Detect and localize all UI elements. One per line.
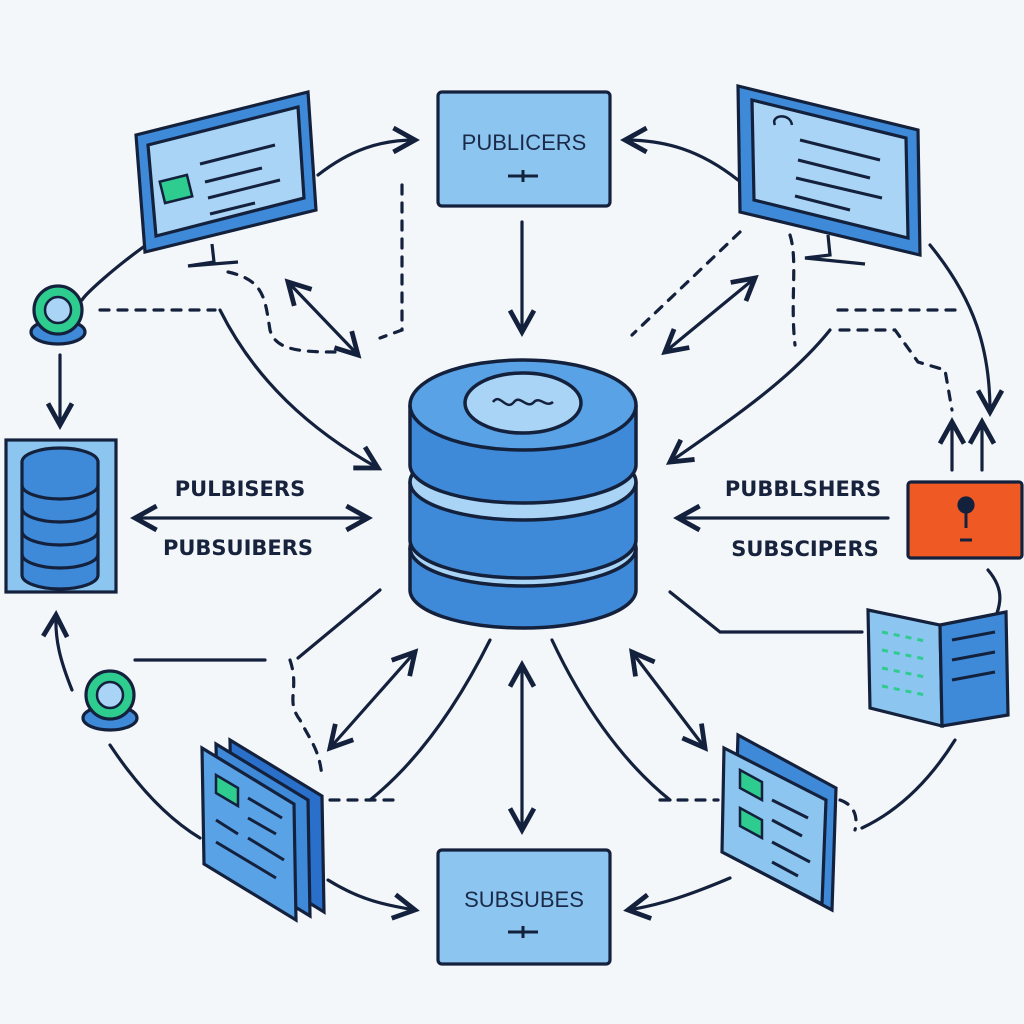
arc-left-bottom: [108, 743, 202, 840]
globe-node-icon[interactable]: [81, 669, 139, 732]
arrow-broker-doc-left: [330, 652, 415, 748]
arrow-dashed-line-to-broker: [670, 328, 832, 462]
dashed-right-diag: [630, 230, 742, 337]
arrow-monitor-right-diagonal: [665, 278, 755, 352]
dashed-right-curve: [788, 233, 797, 347]
box-handle-icon: [508, 926, 538, 938]
line-broker-to-book: [668, 590, 864, 634]
open-book-icon[interactable]: [866, 608, 1010, 729]
arrow-monitor-to-publishers: [316, 140, 415, 177]
publisher-monitor-right-icon[interactable]: [736, 83, 922, 266]
arrow-monitor-to-broker: [218, 308, 378, 468]
arrow-monitor-broker-diagonal: [288, 282, 358, 355]
line-diag-left-lower: [296, 588, 382, 660]
dashed-lines: [98, 183, 957, 832]
arc-right-top: [928, 243, 990, 412]
right-label-subscribers: SUBSCIPERS: [731, 537, 879, 561]
right-label-publishers: PUBBLSHERS: [725, 477, 881, 501]
dashed-vertical-top: [378, 183, 404, 340]
dashed-right-step: [838, 328, 954, 412]
arc-right-bottom: [860, 738, 957, 830]
subscribers-box-label: SUBSUBES: [464, 887, 584, 912]
dashed-bottom-right-2: [838, 798, 858, 832]
arrow-docs-to-subscribers: [326, 878, 415, 910]
dashed-monitor-curve: [226, 270, 337, 354]
publisher-monitor-icon[interactable]: [134, 89, 318, 268]
subscribers-box[interactable]: SUBSUBES: [436, 848, 612, 966]
arrow-monitor-right-to-publishers: [625, 140, 740, 182]
left-label-publishers: PULBISERS: [175, 477, 305, 501]
publishers-box-label: PUBLICERS: [462, 130, 587, 155]
curve-broker-left: [368, 638, 492, 802]
server-stack-icon[interactable]: [4, 438, 118, 594]
connector-lines: [56, 140, 1000, 910]
document-card-icon[interactable]: [720, 732, 838, 913]
arrow-card-to-subscribers: [628, 876, 732, 910]
curve-broker-right: [550, 638, 672, 802]
globe-node-icon[interactable]: [29, 284, 87, 346]
left-label-subscribers: PUBSUIBERS: [163, 536, 313, 560]
publishers-box[interactable]: PUBLICERS: [436, 90, 612, 208]
message-broker-database-icon[interactable]: [408, 358, 638, 630]
arrow-server-to-node: [56, 615, 74, 692]
document-stack-icon[interactable]: [200, 737, 326, 923]
box-handle-icon: [508, 170, 538, 182]
lock-icon[interactable]: [906, 480, 1024, 560]
arrow-broker-doc-right: [632, 652, 705, 748]
dashed-left-squiggle: [288, 658, 324, 780]
